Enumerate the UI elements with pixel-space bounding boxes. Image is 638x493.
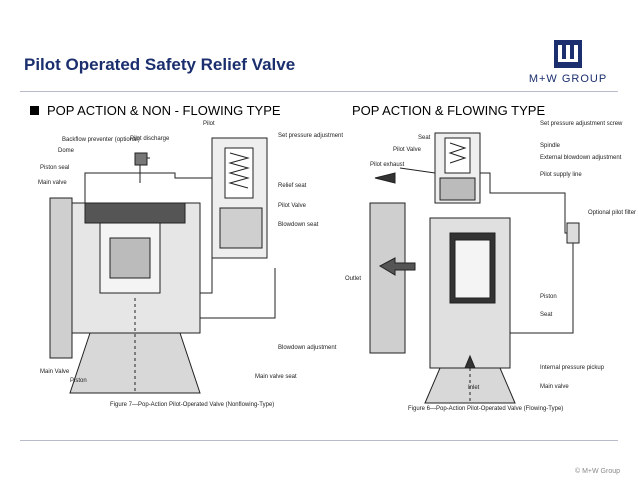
label-pilot-supply: Pilot supply line bbox=[540, 172, 582, 178]
label-set-pressure-screw: Set pressure adjustment screw bbox=[540, 121, 623, 127]
label-pilot-discharge: Pilot discharge bbox=[130, 136, 170, 142]
logo-text: M+W GROUP bbox=[528, 73, 608, 85]
label-optional-filter: Optional pilot filter bbox=[588, 210, 637, 216]
header-divider bbox=[20, 91, 618, 92]
label-inlet: Inlet bbox=[468, 385, 480, 391]
label-backflow: Backflow preventer (optional) bbox=[62, 137, 140, 143]
company-logo: M+W GROUP bbox=[524, 40, 612, 92]
label-main-valve: Main valve bbox=[38, 180, 67, 186]
label-main-valve-r: Main valve bbox=[540, 384, 569, 390]
page-title: Pilot Operated Safety Relief Valve bbox=[24, 55, 296, 74]
label-piston-seal: Piston seal bbox=[40, 165, 70, 171]
label-pilot-valve-r: Pilot Valve bbox=[393, 147, 421, 153]
footer-divider bbox=[20, 440, 618, 441]
label-main-valve-bottom: Main Valve bbox=[40, 369, 70, 375]
label-seat: Seat bbox=[418, 135, 431, 141]
label-dome: Dome bbox=[58, 148, 75, 154]
left-heading: POP ACTION & NON - FLOWING TYPE bbox=[30, 103, 281, 118]
left-heading-text: POP ACTION & NON - FLOWING TYPE bbox=[47, 103, 281, 118]
label-pilot-exhaust: Pilot exhaust bbox=[370, 162, 405, 168]
label-internal-pickup: Internal pressure pickup bbox=[540, 365, 605, 371]
logo-mark-icon bbox=[554, 40, 582, 68]
flowing-valve-diagram bbox=[369, 132, 580, 404]
label-piston: Piston bbox=[70, 378, 87, 384]
label-relief-seat: Relief seat bbox=[278, 183, 307, 189]
nonflowing-valve-diagram bbox=[49, 137, 276, 394]
label-pilot-valve: Pilot Valve bbox=[278, 203, 306, 209]
label-blowdown-seat: Blowdown seat bbox=[278, 222, 319, 228]
right-heading: POP ACTION & FLOWING TYPE bbox=[352, 103, 546, 118]
label-outlet: Outlet bbox=[345, 276, 362, 282]
left-caption: Figure 7—Pop-Action Pilot-Operated Valve… bbox=[110, 402, 275, 408]
right-caption: Figure 6—Pop-Action Pilot-Operated Valve… bbox=[408, 406, 564, 412]
label-blowdown-adj: Blowdown adjustment bbox=[278, 345, 337, 351]
label-set-pressure: Set pressure adjustment bbox=[278, 133, 344, 139]
bullet-square-icon bbox=[30, 106, 39, 115]
footer-copyright: © M+W Group bbox=[574, 468, 620, 475]
label-main-valve-seat: Main valve seat bbox=[255, 374, 297, 380]
label-spindle: Spindle bbox=[540, 143, 561, 149]
label-seat-r: Seat bbox=[540, 312, 553, 318]
label-pilot: Pilot bbox=[203, 121, 215, 127]
label-piston-r: Piston bbox=[540, 294, 557, 300]
label-ext-blowdown: External blowdown adjustment bbox=[540, 155, 622, 161]
